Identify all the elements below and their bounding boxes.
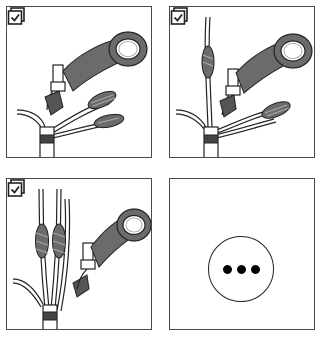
dot <box>237 265 246 274</box>
step-panel-1[interactable] <box>6 6 152 158</box>
tape-wrap-three-wires-icon <box>170 7 315 158</box>
more-options-icon[interactable] <box>208 236 274 302</box>
tape-wrap-two-wires-icon <box>7 7 152 158</box>
dot <box>223 265 232 274</box>
dot <box>251 265 260 274</box>
more-options-panel[interactable] <box>169 178 315 330</box>
step-panel-2[interactable] <box>169 6 315 158</box>
step-panel-3[interactable] <box>6 178 152 330</box>
tape-wrap-bundled-wires-icon <box>7 179 152 330</box>
